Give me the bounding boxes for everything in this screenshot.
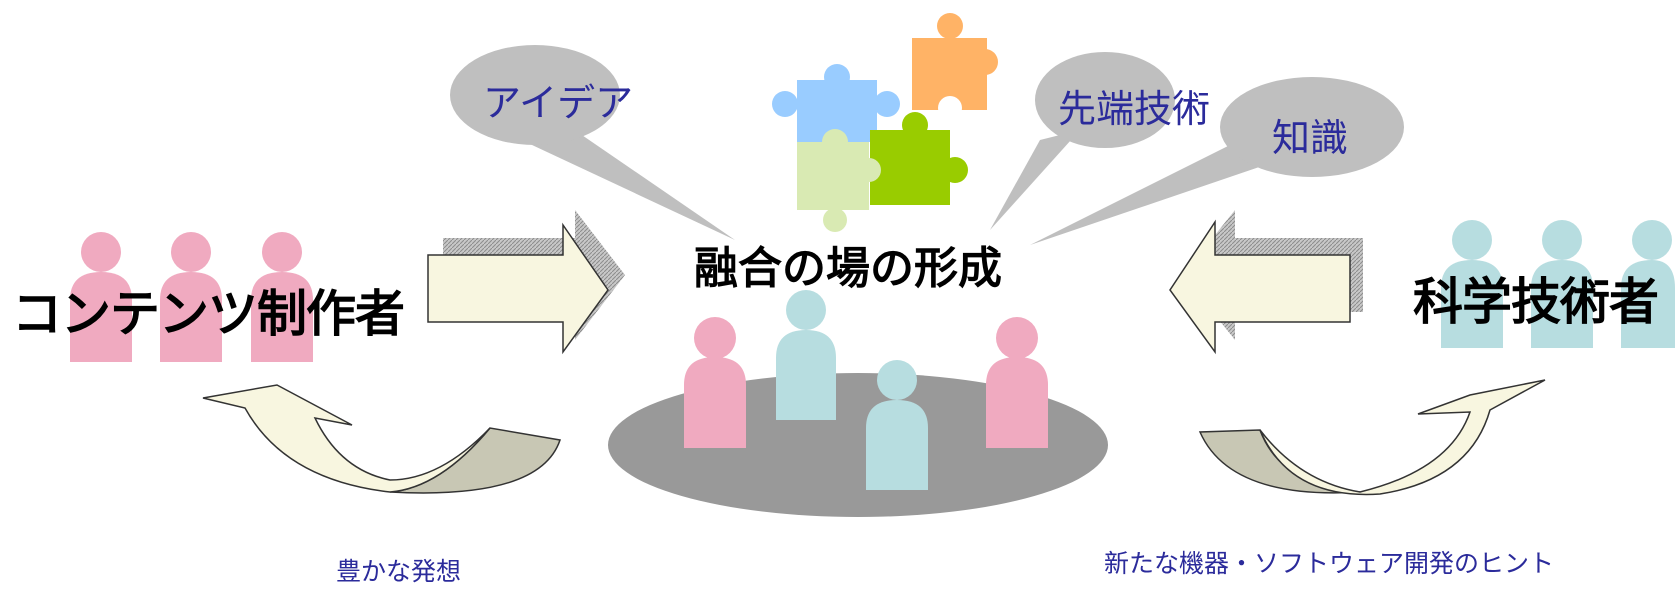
puzzle-piece-blue-icon	[772, 64, 900, 142]
puzzle-icon	[772, 13, 998, 232]
center-title: 融合の場の形成	[694, 243, 1002, 294]
bubble-advanced-tech	[990, 52, 1175, 230]
person-icon	[986, 317, 1048, 448]
puzzle-piece-orange-icon	[912, 13, 998, 120]
left-group-label: コンテンツ制作者	[12, 285, 405, 343]
right-block-arrow	[1169, 210, 1363, 355]
person-icon	[1531, 220, 1593, 348]
left-caption: 豊かな発想	[336, 557, 462, 586]
right-people-group	[1441, 220, 1675, 348]
person-icon	[776, 290, 836, 420]
left-block-arrow	[427, 210, 625, 355]
bubble-idea-label: アイデア	[483, 81, 634, 125]
center-people-group	[684, 290, 1048, 490]
bubble-advanced-tech-label: 先端技術	[1058, 87, 1211, 131]
person-icon	[684, 317, 746, 448]
left-people-group	[70, 232, 313, 362]
bubble-idea	[450, 45, 735, 240]
person-icon	[160, 232, 222, 362]
person-icon	[1441, 220, 1503, 348]
person-icon	[866, 360, 928, 490]
right-curved-arrow	[1198, 379, 1546, 496]
bubble-knowledge-label: 知識	[1272, 116, 1349, 160]
person-icon	[1621, 220, 1675, 348]
person-icon	[251, 232, 313, 362]
person-icon	[70, 232, 132, 362]
left-curved-arrow	[202, 384, 561, 494]
right-group-label: 科学技術者	[1413, 273, 1659, 331]
puzzle-piece-green-icon	[857, 112, 968, 205]
puzzle-piece-lightgreen-icon	[797, 129, 869, 232]
right-caption: 新たな機器・ソフトウェア開発のヒント	[1104, 549, 1555, 578]
bubble-knowledge	[1030, 77, 1404, 245]
